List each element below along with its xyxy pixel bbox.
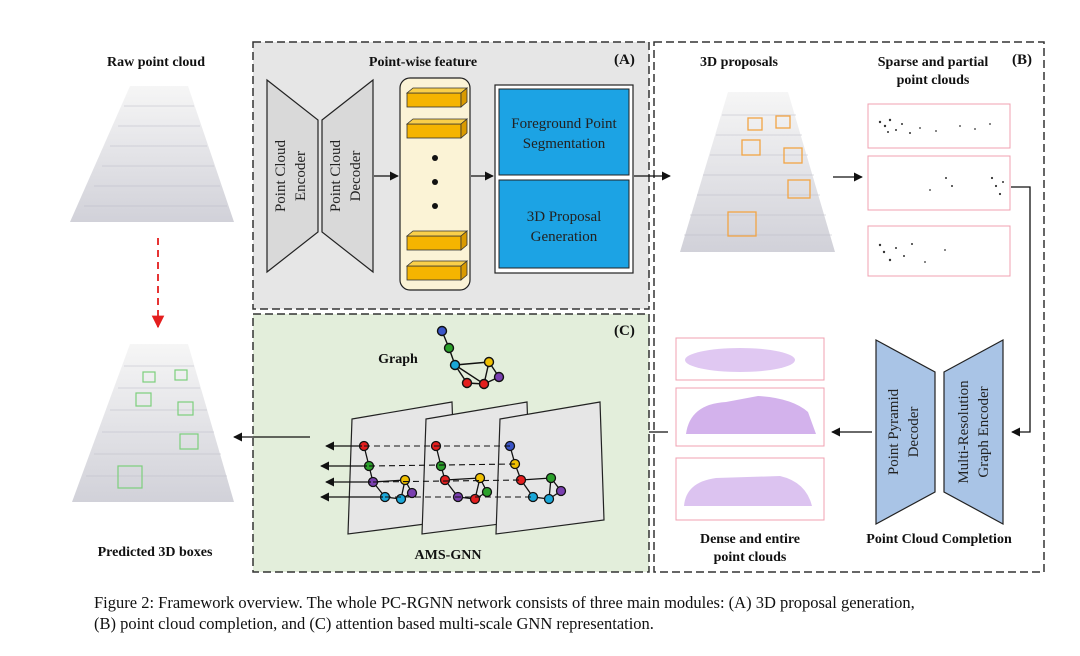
decoder-trapezoid bbox=[321, 78, 374, 274]
predicted-boxes-image bbox=[72, 344, 234, 502]
pyramid-line1: Point Pyramid bbox=[886, 388, 902, 475]
feature-bars bbox=[405, 87, 469, 281]
caption-line1: Figure 2: Framework overview. The whole … bbox=[94, 593, 915, 612]
fg-segmentation-box bbox=[498, 88, 630, 176]
encoder-trapezoid bbox=[266, 78, 319, 274]
framework-diagram: Point-wise feature (A) Point Cloud Encod… bbox=[70, 41, 1045, 573]
predicted-boxes-label: Predicted 3D boxes bbox=[98, 545, 213, 560]
sparse-label-1: Sparse and partial bbox=[878, 55, 989, 70]
pyramid-decoder-trapezoid bbox=[875, 338, 936, 526]
tag-b: (B) bbox=[1012, 52, 1032, 68]
point-wise-feature-label: Point-wise feature bbox=[369, 55, 477, 70]
panel-b bbox=[653, 41, 1045, 573]
completion-label: Point Cloud Completion bbox=[866, 532, 1012, 547]
fg-line2: Segmentation bbox=[523, 136, 606, 152]
encoder-line1: Point Cloud bbox=[273, 139, 289, 212]
prop-line1: 3D Proposal bbox=[527, 209, 602, 225]
dense-label-1: Dense and entire bbox=[700, 532, 800, 547]
raw-point-cloud-image bbox=[70, 86, 234, 222]
arrow-to-completion bbox=[1011, 186, 1031, 437]
graph-enc-line1: Multi-Resolution bbox=[956, 380, 972, 484]
graph-encoder-trapezoid bbox=[943, 338, 1004, 526]
caption-line2: (B) point cloud completion, and (C) atte… bbox=[94, 614, 654, 633]
small-graph bbox=[436, 325, 505, 390]
decoder-line2: Decoder bbox=[348, 151, 364, 202]
figure-caption: Figure 2: Framework overview. The whole … bbox=[94, 592, 1044, 634]
proposals-3d-label: 3D proposals bbox=[700, 55, 778, 70]
plane-output-arrows bbox=[320, 441, 383, 502]
decoder-line1: Point Cloud bbox=[328, 139, 344, 212]
tag-a: (A) bbox=[614, 52, 635, 68]
fg-line1: Foreground Point bbox=[511, 116, 617, 132]
sparse-point-clouds bbox=[867, 103, 1011, 277]
sparse-label-2: point clouds bbox=[897, 73, 970, 88]
graph-planes bbox=[347, 401, 605, 535]
graph-label: Graph bbox=[378, 352, 418, 367]
proposals-point-cloud bbox=[680, 92, 835, 252]
plane-graph-2 bbox=[430, 440, 493, 505]
graph-enc-line2: Graph Encoder bbox=[976, 386, 992, 477]
ams-gnn-label: AMS-GNN bbox=[415, 548, 482, 563]
dense-label-2: point clouds bbox=[714, 550, 787, 565]
pyramid-line2: Decoder bbox=[906, 407, 922, 458]
encoder-line2: Encoder bbox=[293, 151, 309, 201]
dense-point-clouds bbox=[675, 337, 825, 521]
prop-line2: Generation bbox=[531, 229, 598, 245]
plane-dashed-links bbox=[364, 445, 533, 498]
proposal-generation-box bbox=[498, 179, 630, 269]
raw-point-cloud-label: Raw point cloud bbox=[107, 55, 205, 70]
tag-c: (C) bbox=[614, 323, 635, 339]
